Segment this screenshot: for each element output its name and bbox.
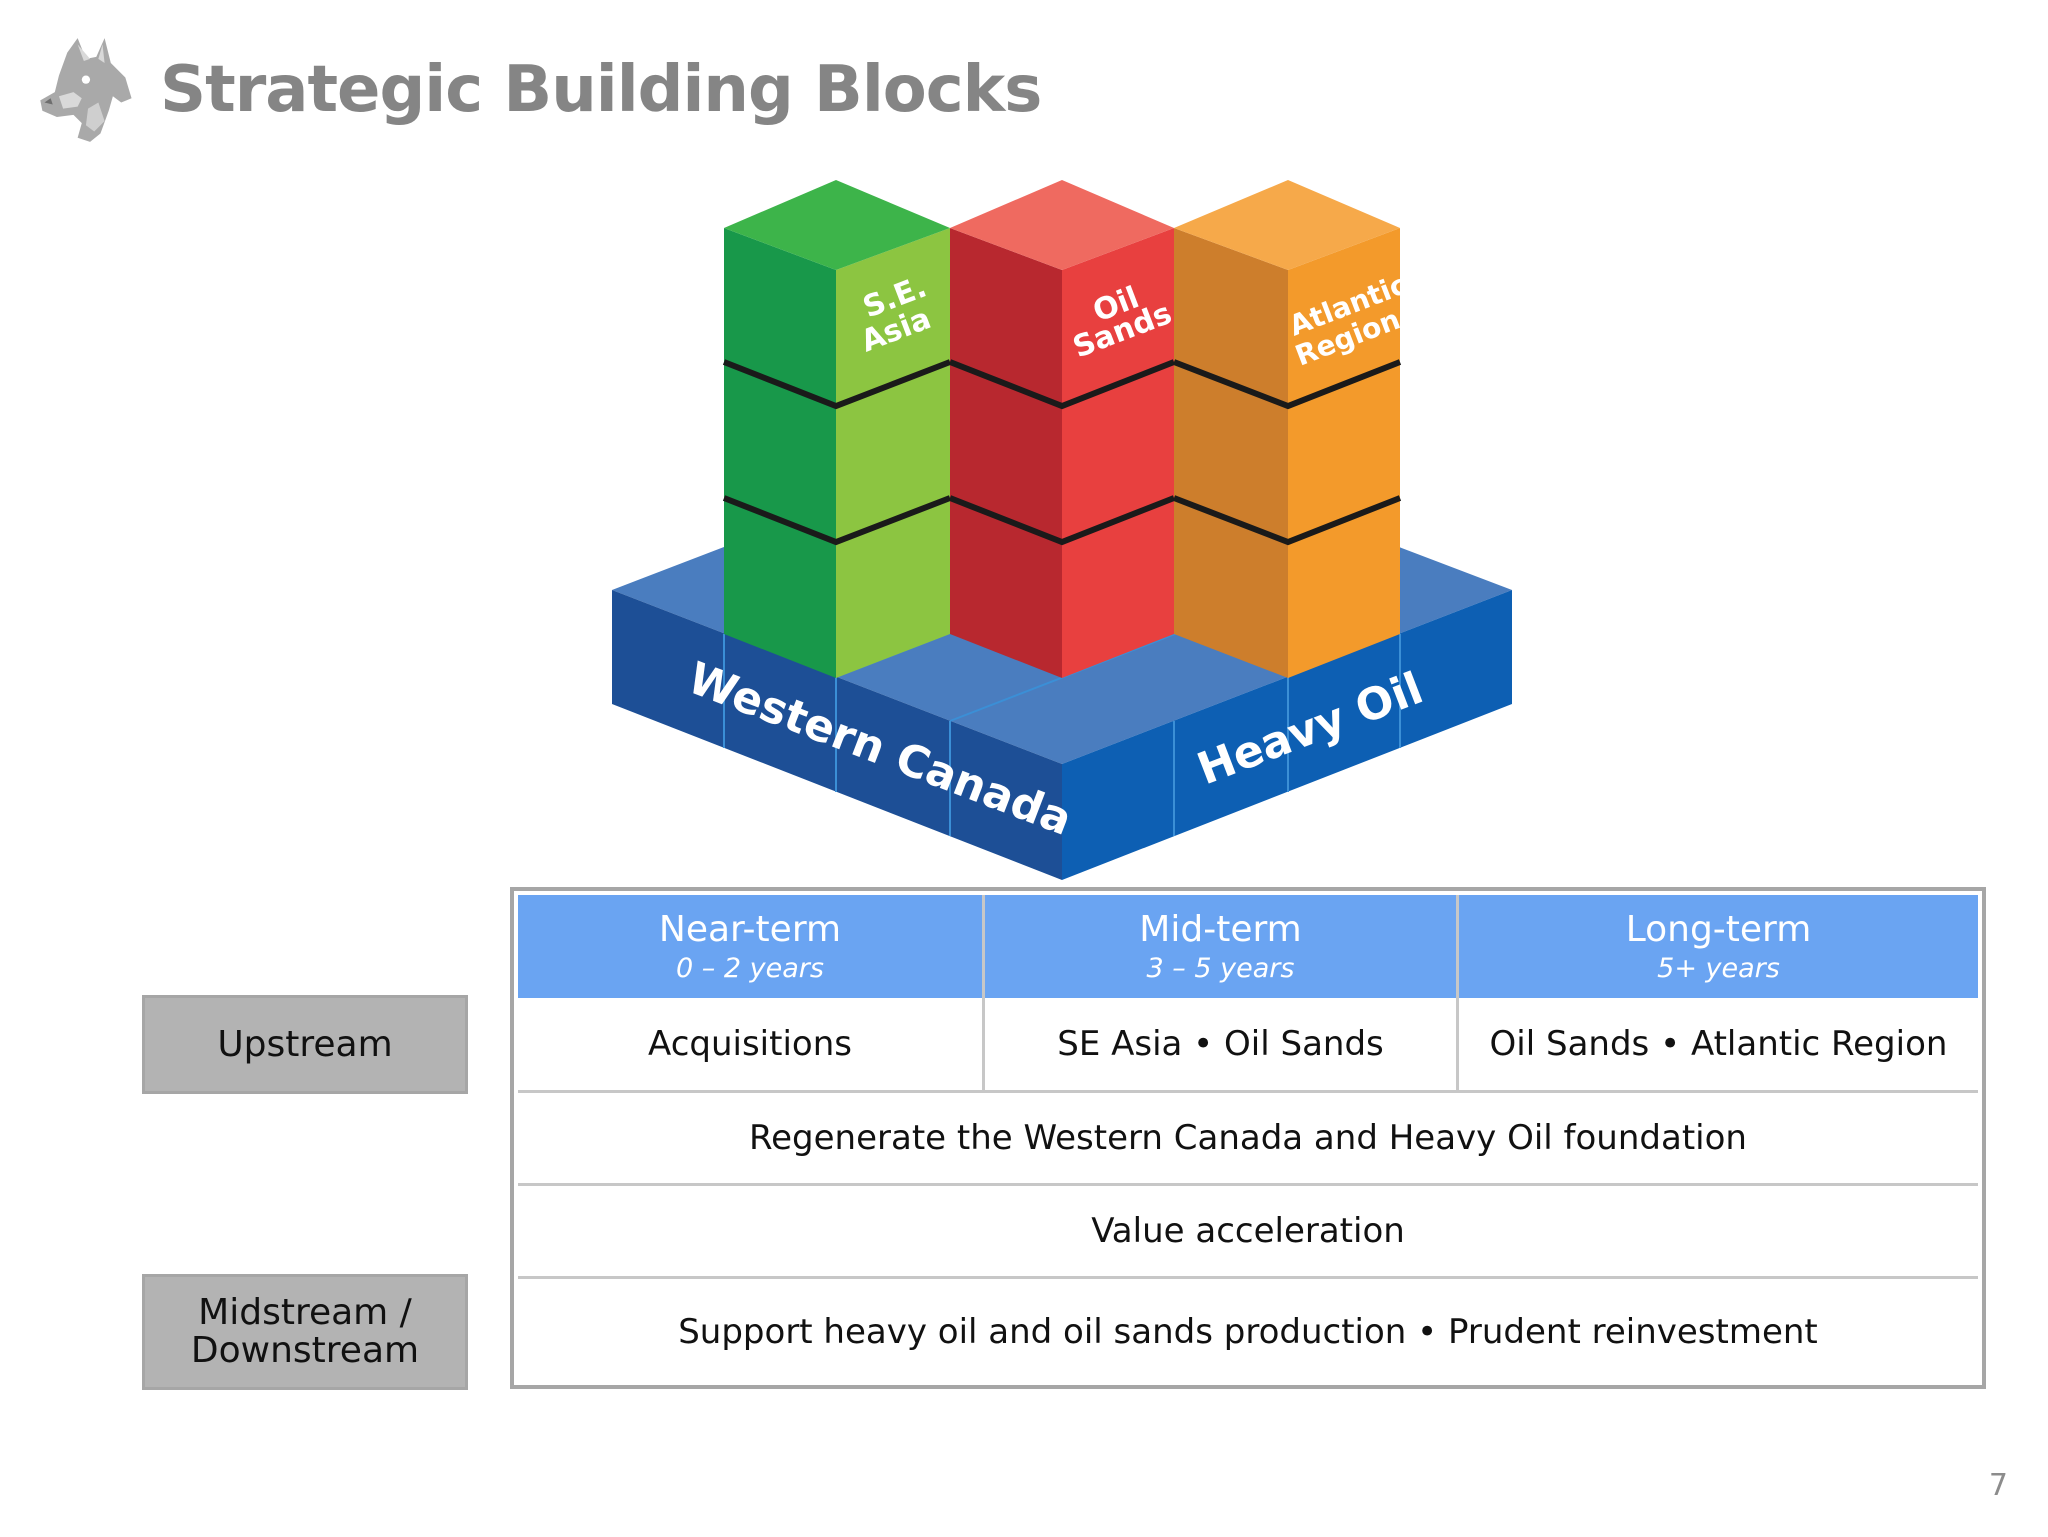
header-title: Near-term [658, 908, 842, 950]
row-label-upstream-text: Upstream [217, 1023, 393, 1065]
page-title: Strategic Building Blocks [160, 53, 1042, 127]
column-atlantic-region: Atlantic Region [1172, 180, 1411, 678]
title-bar: Strategic Building Blocks [36, 30, 1042, 150]
column-se-asia: S.E. Asia [722, 180, 952, 678]
row-value-acceleration: Value acceleration [1091, 1211, 1405, 1251]
table-header-row: Near-term 0 – 2 years Mid-term 3 – 5 yea… [518, 895, 1978, 998]
column-divider [982, 895, 985, 1090]
row-divider [518, 1090, 1978, 1093]
cell-mid-term-upstream: SE Asia • Oil Sands [1057, 1024, 1384, 1064]
row-label-midstream-line1: Midstream / [198, 1292, 412, 1333]
header-near-term: Near-term 0 – 2 years [518, 895, 982, 998]
header-title: Long-term [1625, 908, 1812, 950]
building-blocks-diagram: Western Canada Heavy Oil S.E. Asia Oil S… [612, 180, 1512, 880]
row-foundation: Regenerate the Western Canada and Heavy … [749, 1118, 1747, 1158]
header-subtitle: 0 – 2 years [676, 952, 824, 984]
row-label-upstream: Upstream [142, 995, 468, 1094]
row-divider [518, 1183, 1978, 1186]
cell-long-term-upstream: Oil Sands • Atlantic Region [1489, 1024, 1948, 1064]
column-oil-sands: Oil Sands [948, 180, 1177, 678]
row-divider [518, 1276, 1978, 1279]
header-subtitle: 5+ years [1657, 952, 1780, 984]
column-divider [1456, 895, 1459, 1090]
strategy-table: Near-term 0 – 2 years Mid-term 3 – 5 yea… [510, 887, 1986, 1389]
page-number: 7 [1988, 1468, 2008, 1503]
header-long-term: Long-term 5+ years [1459, 895, 1978, 998]
header-subtitle: 3 – 5 years [1146, 952, 1295, 984]
husky-dog-icon [40, 38, 132, 142]
cell-near-term-upstream: Acquisitions [648, 1024, 852, 1064]
header-title: Mid-term [1139, 908, 1302, 950]
header-mid-term: Mid-term 3 – 5 years [985, 895, 1456, 998]
row-label-midstream-line2: Downstream [190, 1330, 420, 1371]
row-label-midstream-downstream: Midstream / Downstream [142, 1274, 468, 1390]
row-midstream-downstream: Support heavy oil and oil sands producti… [678, 1312, 1818, 1352]
